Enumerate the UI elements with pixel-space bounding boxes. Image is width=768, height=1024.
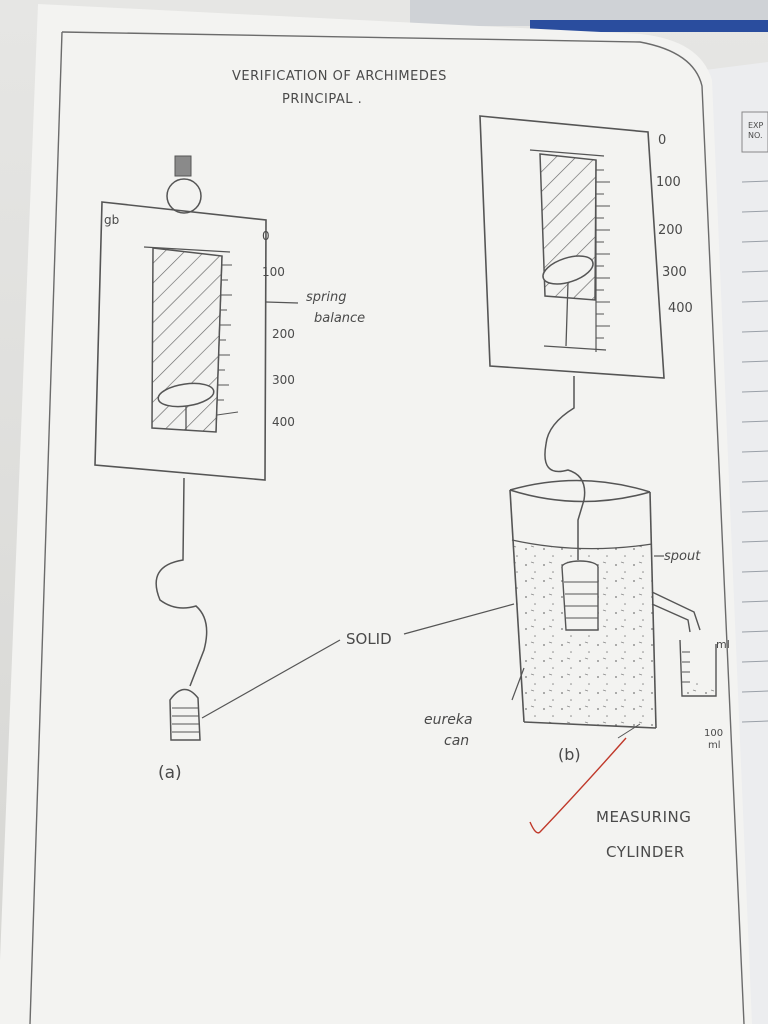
eureka-can-base (523, 721, 657, 729)
figure-b: 0 100 200 300 400 spout (424, 115, 730, 764)
cylinder-bottom-line1: 100 (704, 728, 723, 739)
eureka-can-left-wall (509, 489, 525, 723)
eureka-can-rim-front (509, 489, 651, 503)
scale-b-tick-400: 400 (668, 301, 693, 316)
scale-b-tick-100: 100 (656, 175, 681, 190)
next-page-header-box (741, 111, 768, 153)
scale-ticks-b (596, 169, 610, 339)
spout-label: spout (664, 549, 701, 564)
cylinder-top-label: ml (716, 638, 730, 651)
next-page-header-line2: NO. (748, 131, 763, 140)
scale-b-tick-300: 300 (662, 265, 687, 280)
solid-b-rings (564, 581, 598, 619)
notebook-page (0, 4, 752, 1024)
measuring-cylinder-water (684, 682, 714, 694)
spout-bottom (651, 603, 691, 633)
measuring-label-line2: CYLINDER (606, 843, 685, 861)
cylinder-bottom-line2: ml (708, 740, 721, 751)
measuring-label-pointer (617, 723, 641, 739)
spring-hook-b (544, 376, 586, 560)
next-page-rules (741, 180, 768, 723)
blue-book-edge (530, 20, 768, 32)
scale-top-bar (143, 246, 231, 253)
eureka-label-pointer (511, 667, 525, 701)
caption-b: (b) (558, 745, 581, 764)
solid-b (561, 566, 599, 631)
eureka-can-right-wall (649, 491, 657, 729)
title-line2: PRINCIPAL . (282, 92, 362, 107)
next-page-header-line1: EXP (748, 121, 764, 130)
scale-a-tick-100: 100 (262, 265, 285, 279)
solid-label: SOLID (346, 630, 392, 648)
solid-pointer-b (403, 603, 515, 635)
mass-label: gb (104, 213, 119, 227)
eureka-label-line2: can (444, 733, 469, 749)
scale-top-bar-b (529, 149, 605, 157)
scale-ruler (215, 255, 223, 433)
solid-pointer-a (201, 639, 341, 719)
page-border-top-right (61, 31, 745, 1024)
scale-b-tick-200: 200 (658, 223, 683, 238)
spout-top (651, 591, 701, 631)
pointer-disc (157, 382, 215, 408)
eureka-label-line1: eureka (424, 712, 473, 728)
scale-bottom-bar-b (543, 345, 607, 351)
spring-label-line2: balance (314, 311, 365, 326)
page-border-left (29, 31, 63, 1024)
scale-ticks-a (216, 264, 239, 416)
spring-balance-frame-b (479, 115, 665, 379)
spring-hook (155, 477, 208, 687)
eureka-can-water (512, 540, 656, 728)
pointer-disc-b (542, 255, 594, 285)
title-line1: VERIFICATION OF ARCHIMEDES (232, 69, 447, 84)
scale-a-tick-200: 200 (272, 327, 295, 341)
red-check-mark (529, 737, 627, 834)
scale-b-tick-0: 0 (658, 133, 666, 148)
scale-a-tick-400: 400 (272, 415, 295, 429)
top-weight (166, 178, 202, 214)
spring-label-line1: spring (306, 290, 346, 305)
eureka-can-rim-back (509, 479, 651, 493)
spring-label-pointer (265, 301, 299, 304)
scale-a-tick-0: 0 (262, 229, 270, 243)
figure-a: gb 0 100 200 300 400 spring balance (94, 155, 365, 783)
caption-a: (a) (158, 763, 182, 783)
measuring-cylinder (679, 639, 717, 697)
spring-balance-frame (94, 201, 267, 481)
pointer-stem-b (565, 281, 569, 347)
solid-a-rings (172, 707, 199, 733)
measuring-cylinder-ticks (682, 651, 690, 683)
solid-a (169, 688, 201, 741)
water-level (511, 539, 653, 550)
scale-a-tick-300: 300 (272, 373, 295, 387)
top-weight-knob (174, 155, 192, 177)
measuring-label-line1: MEASURING (596, 808, 691, 826)
